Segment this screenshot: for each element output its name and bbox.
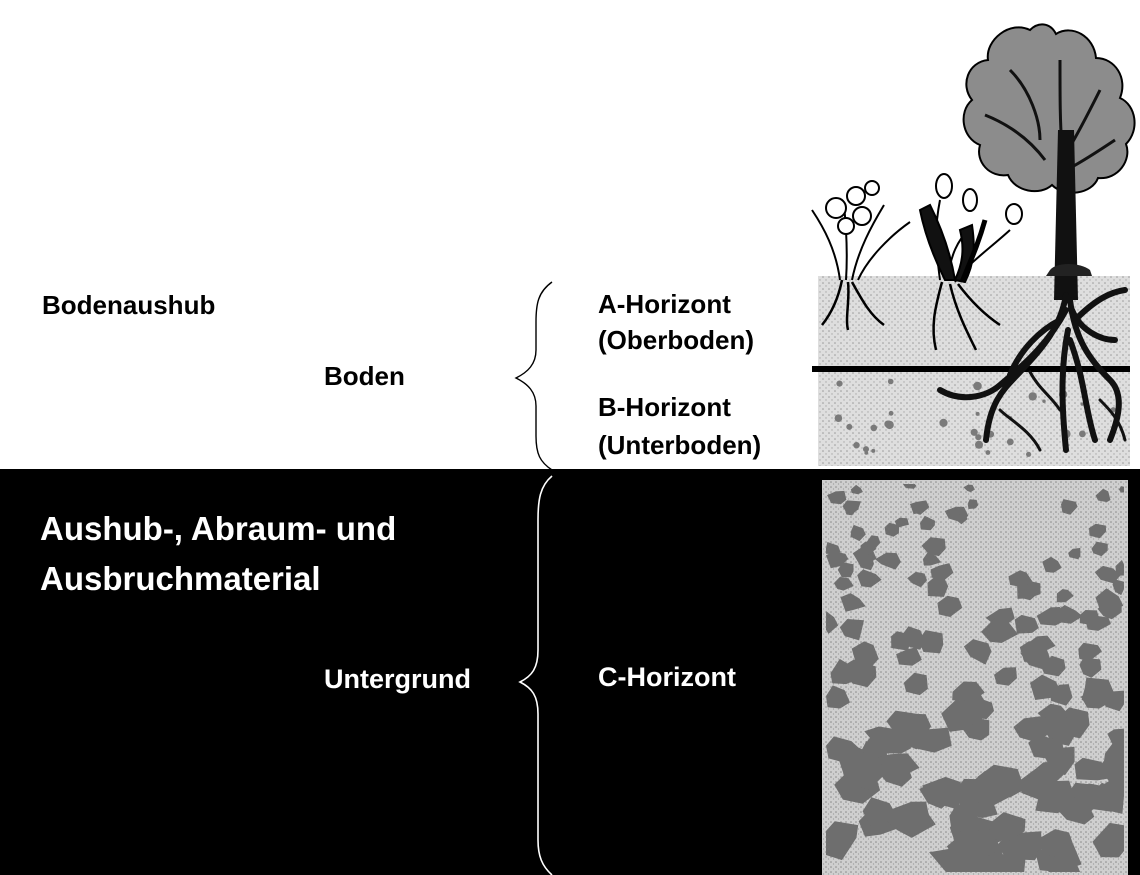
- soil-speck: [864, 451, 868, 455]
- soil-speck: [975, 441, 983, 449]
- soil-speck: [971, 429, 978, 436]
- label-aushub-material: Aushub-, Abraum- und Ausbruchmaterial: [40, 504, 396, 604]
- label-aushub-line1: Aushub-, Abraum- und: [40, 504, 396, 554]
- label-boden: Boden: [324, 361, 405, 392]
- label-a-horizont: A-Horizont (Oberboden): [598, 286, 754, 358]
- soil-speck: [846, 424, 852, 430]
- soil-speck: [1029, 392, 1037, 400]
- soil-speck: [889, 411, 894, 416]
- soil-speck: [885, 421, 893, 429]
- label-a-horizont-line2: (Oberboden): [598, 322, 754, 358]
- soil-speck: [836, 381, 842, 387]
- soil-speck: [1079, 431, 1086, 438]
- soil-speck: [853, 442, 859, 448]
- label-c-horizont: C-Horizont: [598, 662, 736, 693]
- label-b-horizont-line2: (Unterboden): [598, 426, 761, 464]
- soil-speck: [871, 425, 878, 432]
- label-untergrund: Untergrund: [324, 664, 471, 695]
- soil-speck: [835, 414, 843, 422]
- stone: [1020, 641, 1047, 663]
- soil-speck: [939, 419, 947, 427]
- label-b-horizont-line1: B-Horizont: [598, 388, 761, 426]
- soil-speck: [973, 382, 982, 391]
- soil-speck: [1007, 439, 1014, 446]
- soil-speck: [1026, 452, 1031, 457]
- soil-speck: [871, 449, 875, 453]
- label-b-horizont: B-Horizont (Unterboden): [598, 388, 761, 464]
- soil-speck: [986, 450, 991, 455]
- label-bodenaushub: Bodenaushub: [42, 290, 215, 321]
- soil-speck: [976, 412, 980, 416]
- label-a-horizont-line1: A-Horizont: [598, 286, 754, 322]
- label-aushub-line2: Ausbruchmaterial: [40, 554, 396, 604]
- curly-brace-upper-icon: [516, 282, 552, 470]
- soil-speck: [1042, 400, 1045, 403]
- soil-speck: [888, 379, 894, 385]
